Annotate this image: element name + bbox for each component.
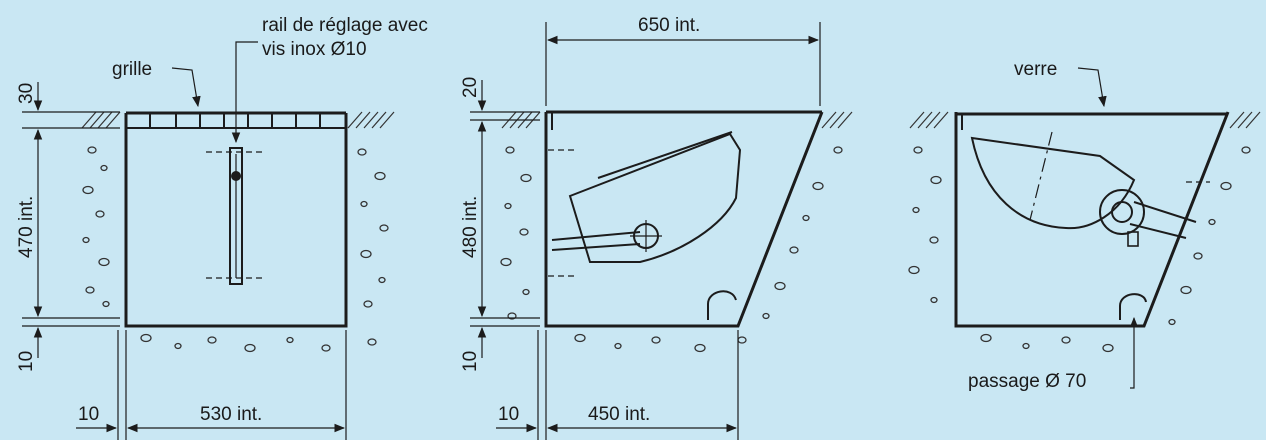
dim-450: 450 int. xyxy=(588,404,650,425)
grille-leader xyxy=(171,67,201,108)
dim-650: 650 int. xyxy=(545,15,821,106)
lamp-fixture xyxy=(548,131,742,320)
rail-label-line2: vis inox Ø10 xyxy=(262,39,367,60)
dim-10-left-h: 10 xyxy=(78,404,99,425)
dim-vertical-mid: 20 480 int. 10 xyxy=(460,77,540,372)
box-walls-mid xyxy=(544,111,824,328)
dim-horizontal-left: 10 530 int. xyxy=(76,330,347,440)
rail-label-line1: rail de réglage avec xyxy=(262,15,428,36)
ground-hatch-left xyxy=(81,111,395,129)
dim-10-left-v: 10 xyxy=(16,351,37,372)
ground-hatch-mid xyxy=(501,111,853,129)
lamp-fixture-right xyxy=(970,131,1210,320)
dim-30: 30 xyxy=(16,83,37,104)
dim-vertical-left: 30 470 int. 10 xyxy=(16,82,120,372)
dim-20: 20 xyxy=(460,77,481,98)
rail-leader xyxy=(231,41,258,144)
section-lamp: 650 int. 20 480 int. 10 10 450 int. xyxy=(460,15,853,440)
section-grille: grille rail de réglage avec vis inox Ø10… xyxy=(16,15,428,440)
ground-hatch-right xyxy=(909,111,1261,129)
dim-480: 480 int. xyxy=(460,196,481,258)
box-walls-left xyxy=(124,113,348,328)
dim-10-mid-v: 10 xyxy=(460,351,481,372)
dim-650-label: 650 int. xyxy=(638,15,700,36)
dim-470: 470 int. xyxy=(16,196,37,258)
gravel-mid xyxy=(500,146,843,353)
gravel-left xyxy=(82,146,389,353)
dim-10-mid-h: 10 xyxy=(498,404,519,425)
grille-label: grille xyxy=(112,59,152,80)
gravel-right xyxy=(908,146,1251,353)
dim-horizontal-mid: 10 450 int. xyxy=(496,330,739,440)
verre-label: verre xyxy=(1014,59,1057,80)
section-verre: verre passage Ø 70 xyxy=(908,59,1261,392)
adjustment-rail xyxy=(206,147,264,285)
passage-label: passage Ø 70 xyxy=(968,371,1086,392)
verre-leader xyxy=(1077,67,1107,108)
dim-530: 530 int. xyxy=(200,404,262,425)
passage-leader xyxy=(1129,316,1139,389)
